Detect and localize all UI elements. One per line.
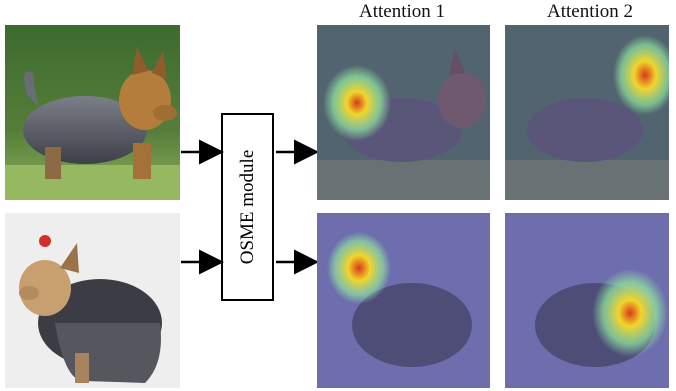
attention-1-map-row-2 <box>317 213 490 388</box>
osme-module-box: OSME module <box>221 113 274 301</box>
attention-2-map-row-2 <box>505 213 669 388</box>
input-image-grass <box>5 25 180 200</box>
attention-2-label: Attention 2 <box>546 1 634 22</box>
attention-2-map-row-1 <box>505 25 669 200</box>
attention-1-label: Attention 1 <box>358 1 446 22</box>
input-image-studio <box>5 213 180 388</box>
attention-1-map-row-1 <box>317 25 490 200</box>
